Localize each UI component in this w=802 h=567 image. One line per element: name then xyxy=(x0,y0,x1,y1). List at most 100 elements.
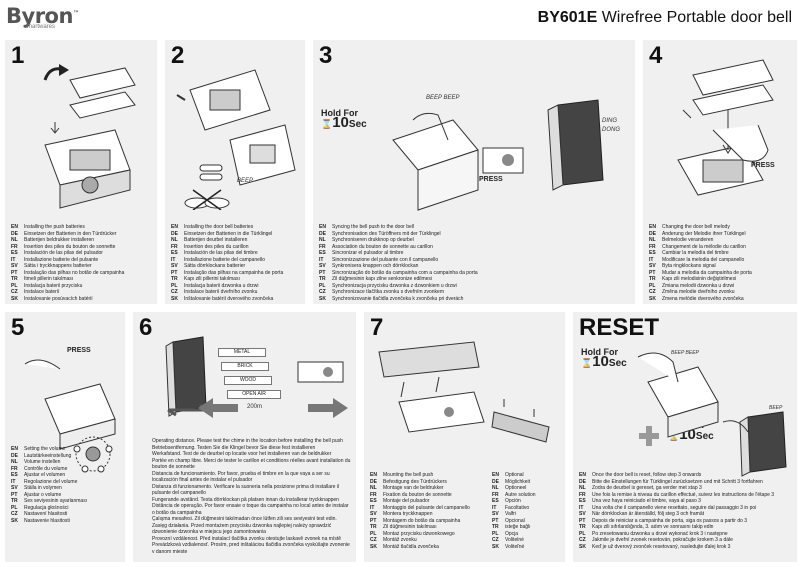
language-code: FR xyxy=(139,458,152,465)
language-code: FR xyxy=(370,491,377,498)
beep-label: BEEP xyxy=(237,178,254,184)
language-code: PL xyxy=(171,282,178,289)
language-code: PT xyxy=(171,269,178,276)
hold-seconds: 10 xyxy=(592,353,609,370)
language-code: SK xyxy=(319,295,326,302)
step-5-illustration xyxy=(24,359,116,473)
translation-row: PL Instalacja baterii dzwonka u drzwi xyxy=(171,283,301,290)
language-code: CZ xyxy=(319,289,326,295)
language-code: EN xyxy=(11,446,18,452)
translation-text: Facoltativo xyxy=(505,504,530,511)
translation-text: Zasięg działania. Przed montażem przycis… xyxy=(152,522,332,536)
language-code: SK xyxy=(139,542,152,549)
beep-label: BEEP xyxy=(769,405,783,411)
language-code: FR xyxy=(11,243,18,250)
language-code: SV xyxy=(171,263,178,269)
translation-text: Zil düğmesinin takılması xyxy=(383,524,437,530)
translation-text: Instalación de las pilas del pulsador xyxy=(24,250,103,256)
hourglass-icon: ⌛ xyxy=(321,119,333,129)
translation-text: Inštalovanie batérií dverového zvončeka xyxy=(184,295,274,302)
translation-text: Distancia de funcionamiento. Por favor, … xyxy=(152,470,330,484)
language-code: ES xyxy=(11,472,18,478)
translation-text: Synchronizace tlačítka zvonku s dveřním … xyxy=(332,289,444,295)
translation-text: Opcional xyxy=(505,517,525,524)
language-code: PT xyxy=(579,517,586,524)
translation-text: Montáž tlačidla zvončeka xyxy=(383,543,439,550)
translation-text: Sätta dörrklockans batterier xyxy=(184,263,246,269)
translation-text: Bitte die Einstellungen für Türklingel z… xyxy=(592,478,763,485)
language-code: SK xyxy=(171,295,178,302)
hold-label: Hold For xyxy=(581,347,618,357)
step-2-illustration xyxy=(176,69,296,210)
language-code: NL xyxy=(579,485,586,491)
brand-tm: ™ xyxy=(72,10,79,17)
hourglass-icon: ⌛ xyxy=(581,358,593,368)
step-3-panel: 3 Hold For ⌛10Sec BEEP BEEP PRESS DING D… xyxy=(313,40,635,304)
translation-row: SVFungerande avstånd. Testa dörrklockan … xyxy=(139,497,351,504)
language-code: TR xyxy=(370,524,377,530)
translation-text: Operating distance. Please test the chim… xyxy=(152,438,343,444)
translation-text: Kapı zili melodisinin değiştirilmesi xyxy=(662,276,737,282)
translation-text: Once the door bell is reset, follow step… xyxy=(592,472,702,478)
translation-text: Instalacja baterii dzwonka u drzwi xyxy=(184,282,259,289)
translation-row: SK Montáž tlačidla zvončeka xyxy=(370,544,490,551)
material-open-air: OPEN AIR xyxy=(227,390,281,399)
translation-text: Nastavenie hlasitosti xyxy=(24,517,70,524)
translation-text: Autre solution xyxy=(505,491,536,498)
translation-text: Mudar a melodia da campainha de porta xyxy=(662,269,752,276)
hold-unit: Sec xyxy=(348,119,367,130)
translation-text: Association du bouton de sonnette au car… xyxy=(332,243,433,250)
translation-text: Batterijen deurbel installeren xyxy=(184,237,248,243)
language-code: SK xyxy=(370,543,377,550)
translation-row: SKPrevádzková vzdialenosť. Prosím, pred … xyxy=(139,542,351,555)
translation-text: Zodra de deurbel is gereset, ga verder m… xyxy=(592,485,702,491)
language-code: NL xyxy=(11,459,18,465)
language-code: CZ xyxy=(11,289,18,295)
language-code: PL xyxy=(319,282,326,289)
translation-text: Montage van de beldrukker xyxy=(383,485,444,491)
translation-text: Distância de operação. Por favor ensaie … xyxy=(152,503,349,516)
press-label: PRESS xyxy=(479,176,503,183)
translation-row: ITDistanza di funzionamento. Verificare … xyxy=(139,484,351,497)
step-number: 7 xyxy=(370,314,384,341)
translation-text: Montaje del pulsador xyxy=(383,498,430,504)
language-code: SK xyxy=(579,543,586,550)
translation-text: Une fois la remise à niveau du carillon … xyxy=(592,491,775,498)
language-code: CZ xyxy=(11,511,18,517)
translation-text: Installing the push batteries xyxy=(24,224,85,230)
press-label: PRESS xyxy=(751,162,775,169)
language-code: IT xyxy=(11,478,16,485)
translation-text: Installazione batterie del campanello xyxy=(184,256,265,263)
